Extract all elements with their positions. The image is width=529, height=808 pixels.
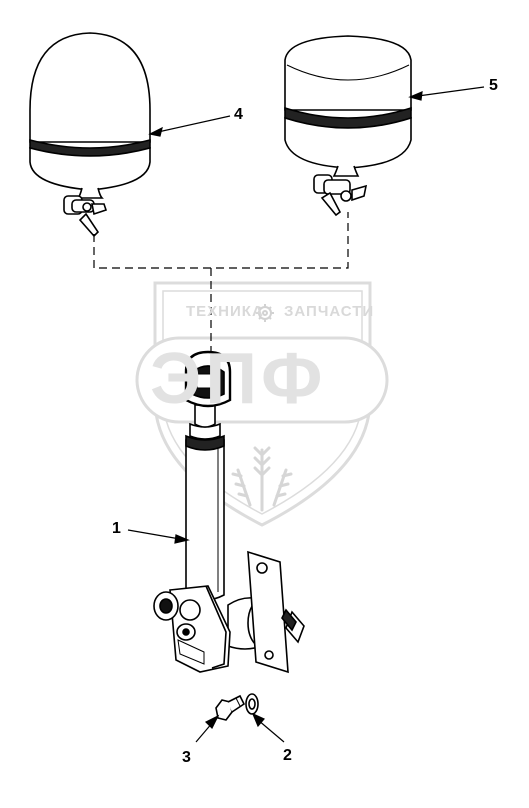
callout-5: 5 (489, 77, 498, 94)
beacon-lamp-left (29, 32, 151, 238)
arrowhead-5 (408, 91, 423, 101)
washer (245, 693, 259, 715)
callout-2: 2 (283, 747, 292, 764)
arrowhead-3 (204, 714, 220, 730)
bolt (215, 694, 246, 721)
beacon-lamp-right (284, 35, 412, 217)
arrowhead-1 (174, 534, 190, 544)
mast-bracket (153, 350, 305, 674)
arrowhead-2 (251, 712, 265, 728)
watermark-text-right: ЗАПЧАСТИ (284, 303, 375, 320)
leader-lines (127, 86, 485, 743)
mounting-dashed-lines (93, 212, 349, 360)
callout-3: 3 (182, 749, 191, 766)
gear-icon (256, 304, 274, 322)
watermark-text-left: ТЕХНИКА (186, 303, 264, 320)
callout-4: 4 (234, 106, 243, 123)
arrowhead-4 (148, 126, 163, 137)
callout-1: 1 (112, 520, 121, 537)
wheat-icon (231, 446, 293, 512)
watermark-logo: ЭПФ (150, 339, 327, 419)
